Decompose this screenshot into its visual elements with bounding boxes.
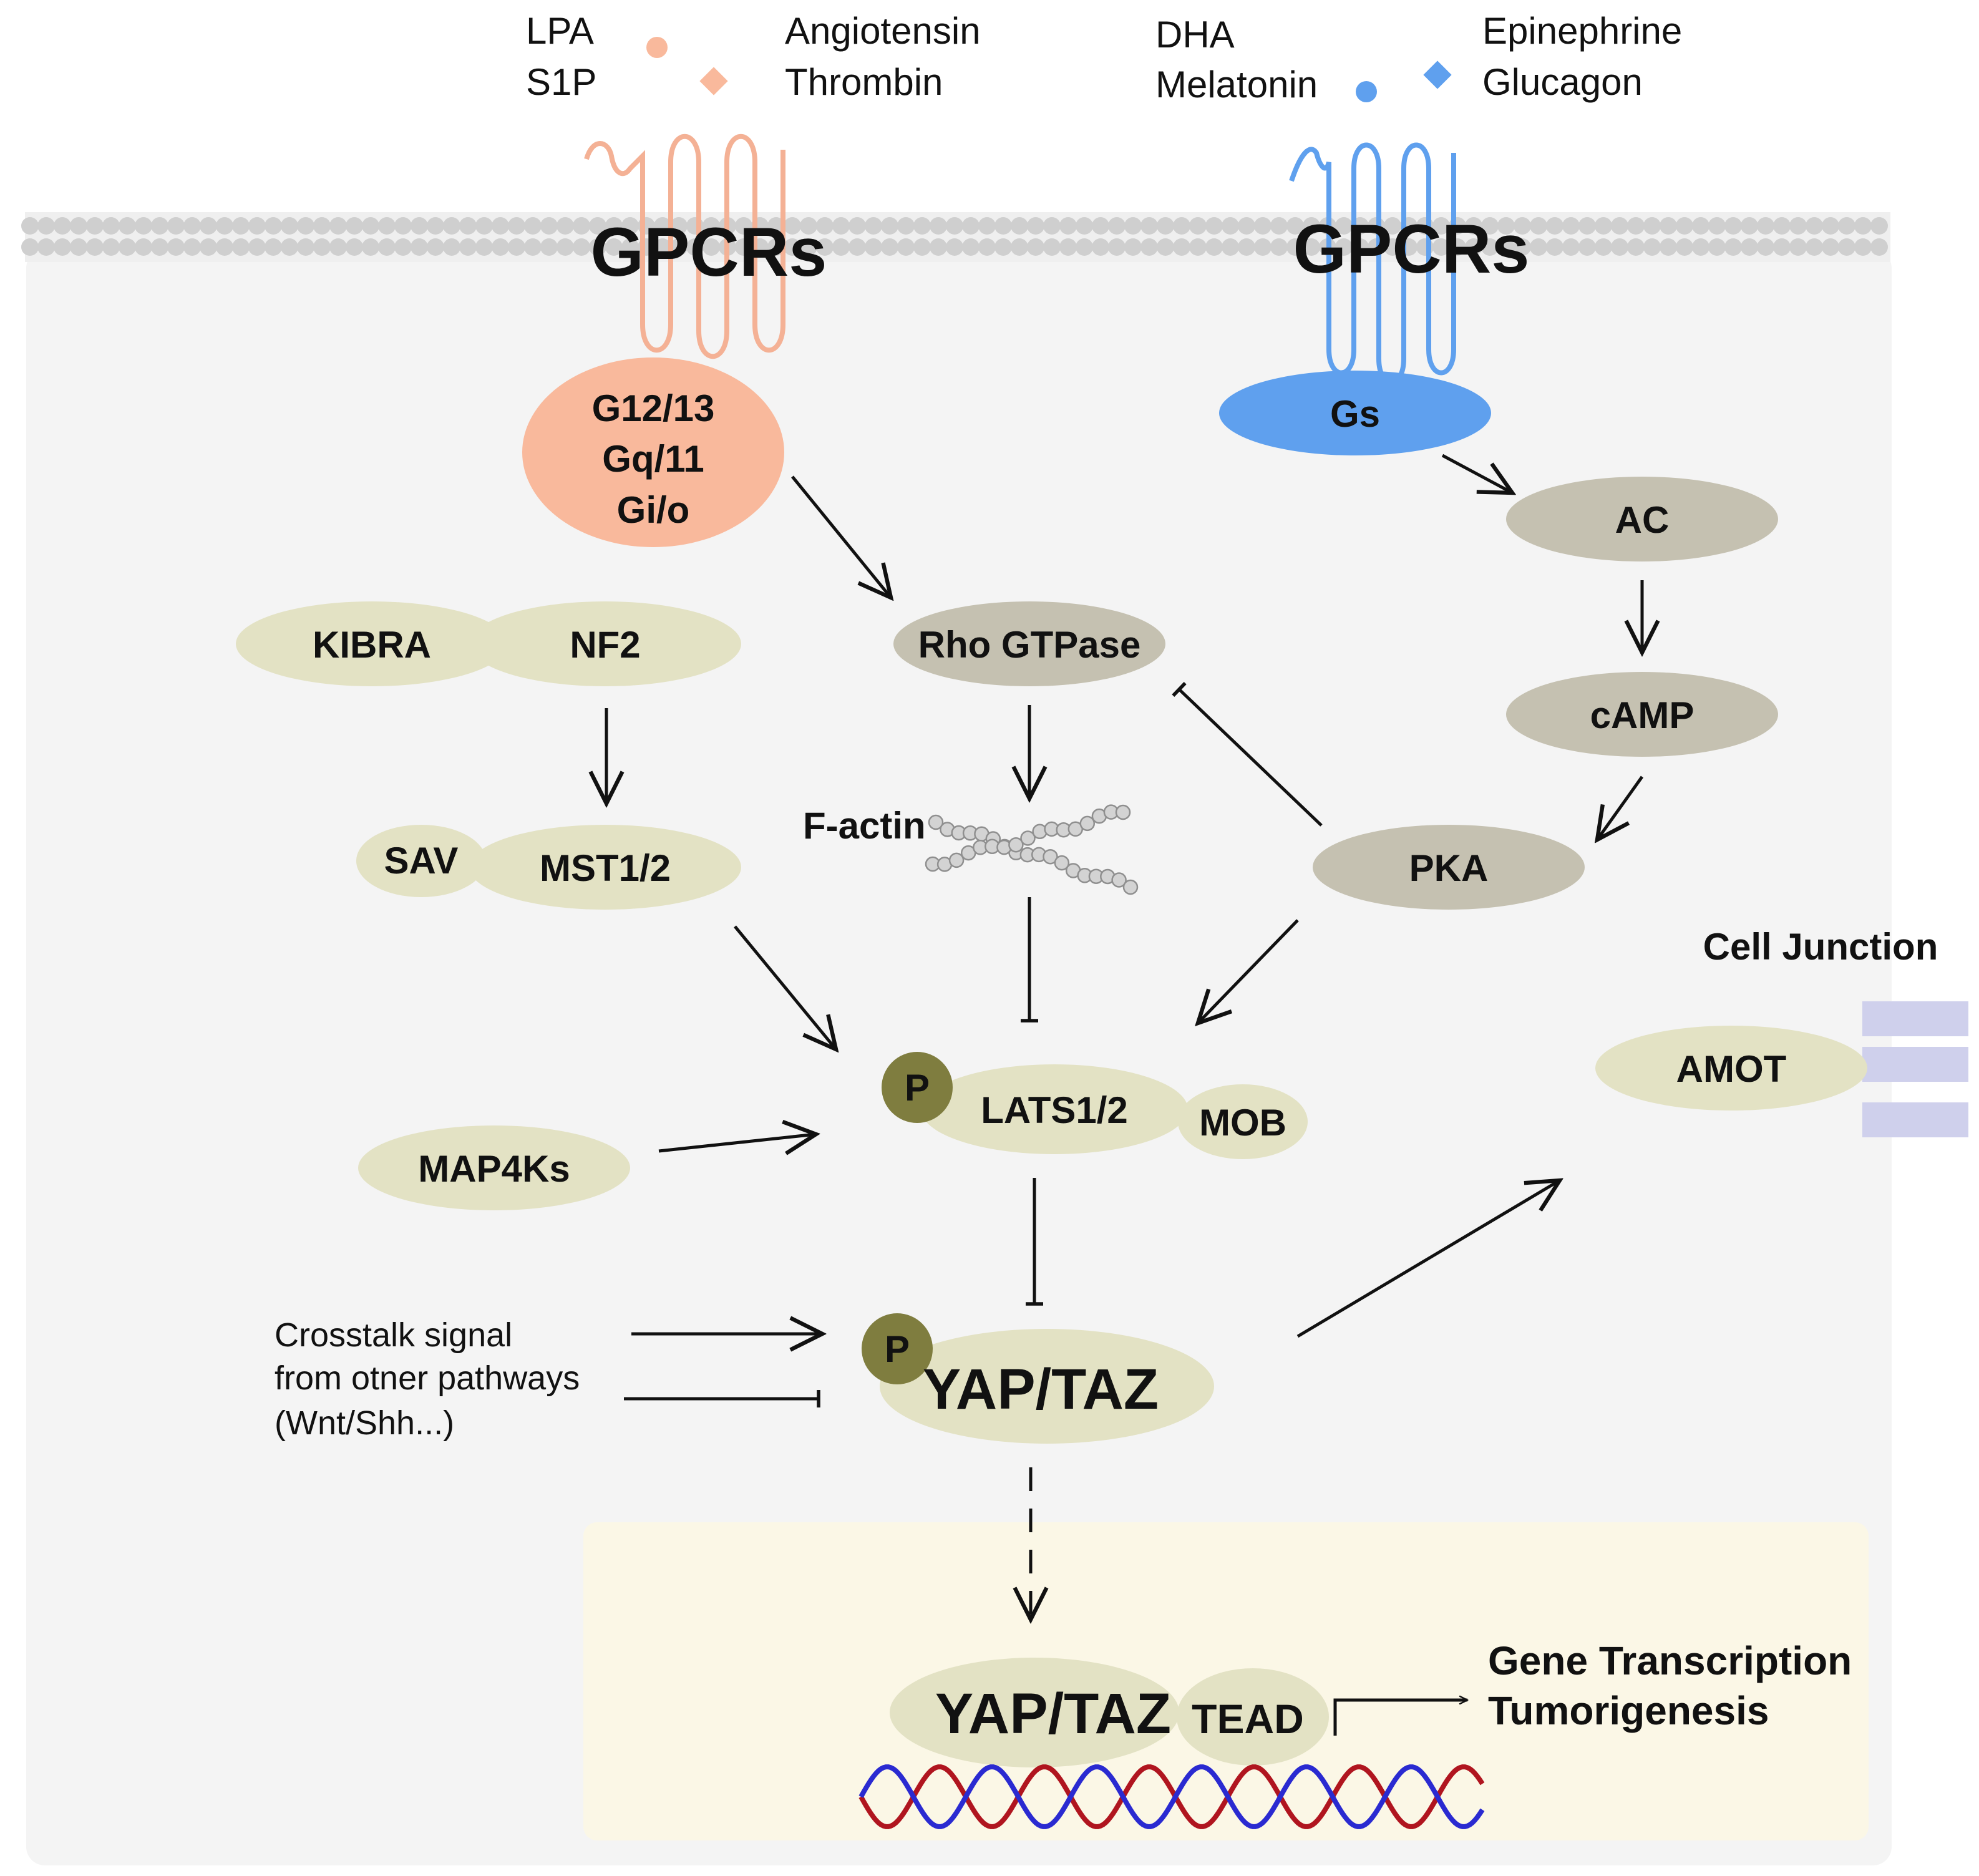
kibra-node (236, 601, 508, 686)
crosstalk-line-2: from otner pathways (275, 1359, 580, 1397)
ligand-s1p: S1P (526, 61, 596, 103)
yap-taz-nuclear-label: YAP/TAZ (935, 1682, 1171, 1746)
kibra-label: KIBRA (313, 624, 431, 666)
glucagon-ligand-diamond (1423, 61, 1452, 89)
ligand-lpa: LPA (526, 10, 594, 52)
lats-node (921, 1064, 1188, 1154)
thrombin-ligand-diamond (699, 67, 728, 95)
g-protein-gi-o: Gi/o (617, 489, 690, 531)
left-gpcr-receptor (584, 134, 785, 359)
left-gpcr-label: GPCRs (591, 214, 827, 291)
map4k-node (358, 1125, 630, 1210)
arrow-transcription-output (1333, 1700, 1467, 1736)
camp-node (1506, 672, 1778, 757)
camp-label: cAMP (1590, 694, 1695, 736)
right-gpcr-label: GPCRs (1293, 211, 1530, 288)
ligand-glucagon: Glucagon (1482, 61, 1643, 103)
cell-junction-label: Cell Junction (1703, 926, 1938, 968)
mob-node (1178, 1084, 1308, 1159)
yap-taz-nuclear-node (890, 1658, 1179, 1767)
mob-label: MOB (1199, 1102, 1286, 1144)
ligand-thrombin: Thrombin (785, 61, 943, 103)
dna-helix (858, 1764, 1485, 1829)
amot-node (1595, 1026, 1867, 1111)
mst-label: MST1/2 (540, 847, 671, 889)
yap-taz-cytoplasm-node (880, 1329, 1214, 1444)
left-g-protein (522, 357, 784, 547)
output-tumorigenesis: Tumorigenesis (1488, 1688, 1769, 1733)
sav-label: SAV (384, 840, 459, 882)
rho-gtpase-node (893, 601, 1165, 686)
crosstalk-line-1: Crosstalk signal (275, 1316, 512, 1354)
f-actin-filament (925, 804, 1139, 895)
lats-phospho-label: P (905, 1067, 930, 1109)
arrows (606, 454, 1644, 1736)
map4k-label: MAP4Ks (418, 1148, 570, 1190)
arrow-pka-to-lats (1198, 919, 1299, 1023)
yap-phospho-label: P (885, 1328, 910, 1370)
arrow-camp-to-pka (1597, 775, 1644, 840)
arrow-gprotein-to-rho (791, 475, 891, 598)
right-gpcr-receptor (1289, 142, 1456, 385)
pka-node (1313, 825, 1585, 910)
cell-membrane (21, 212, 1890, 262)
ligand-epinephrine: Epinephrine (1482, 10, 1682, 52)
tead-label: TEAD (1192, 1696, 1304, 1742)
arrow-map4k-to-lats (658, 1134, 816, 1151)
ac-label: AC (1615, 499, 1670, 541)
ligand-dha: DHA (1155, 14, 1235, 56)
yap-taz-cytoplasm-label: YAP/TAZ (923, 1358, 1159, 1421)
output-gene-transcription: Gene Transcription (1488, 1638, 1852, 1683)
lats-phospho-badge (882, 1052, 953, 1123)
ligand-melatonin: Melatonin (1155, 64, 1318, 105)
inhibition-pka-to-rho (1172, 681, 1323, 827)
tead-node (1177, 1668, 1329, 1766)
yap-phospho-badge (862, 1313, 933, 1384)
ac-node (1506, 477, 1778, 561)
arrow-mst-to-lats (734, 925, 836, 1049)
arrow-gs-to-ac (1441, 454, 1512, 493)
pka-label: PKA (1409, 847, 1489, 889)
melatonin-ligand-circle (1356, 81, 1377, 102)
gs-label: Gs (1330, 393, 1380, 435)
ligand-angiotensin: Angiotensin (785, 10, 981, 52)
crosstalk-line-3: (Wnt/Shh...) (275, 1404, 454, 1442)
lpa-ligand-circle (646, 37, 668, 58)
sav-node (356, 825, 486, 897)
lats-label: LATS1/2 (981, 1089, 1128, 1131)
g-protein-g12-13: G12/13 (592, 387, 715, 429)
gs-protein (1219, 371, 1491, 455)
mst-node (469, 825, 741, 910)
arrow-yap-to-amot (1296, 1180, 1560, 1338)
rho-gtpase-label: Rho GTPase (918, 624, 1141, 666)
nf2-label: NF2 (570, 624, 640, 666)
g-protein-gq-11: Gq/11 (602, 438, 704, 480)
amot-label: AMOT (1676, 1048, 1787, 1090)
cell-junction-bars (1862, 1001, 1968, 1137)
nf2-node (469, 601, 741, 686)
f-actin-label: F-actin (803, 805, 926, 847)
